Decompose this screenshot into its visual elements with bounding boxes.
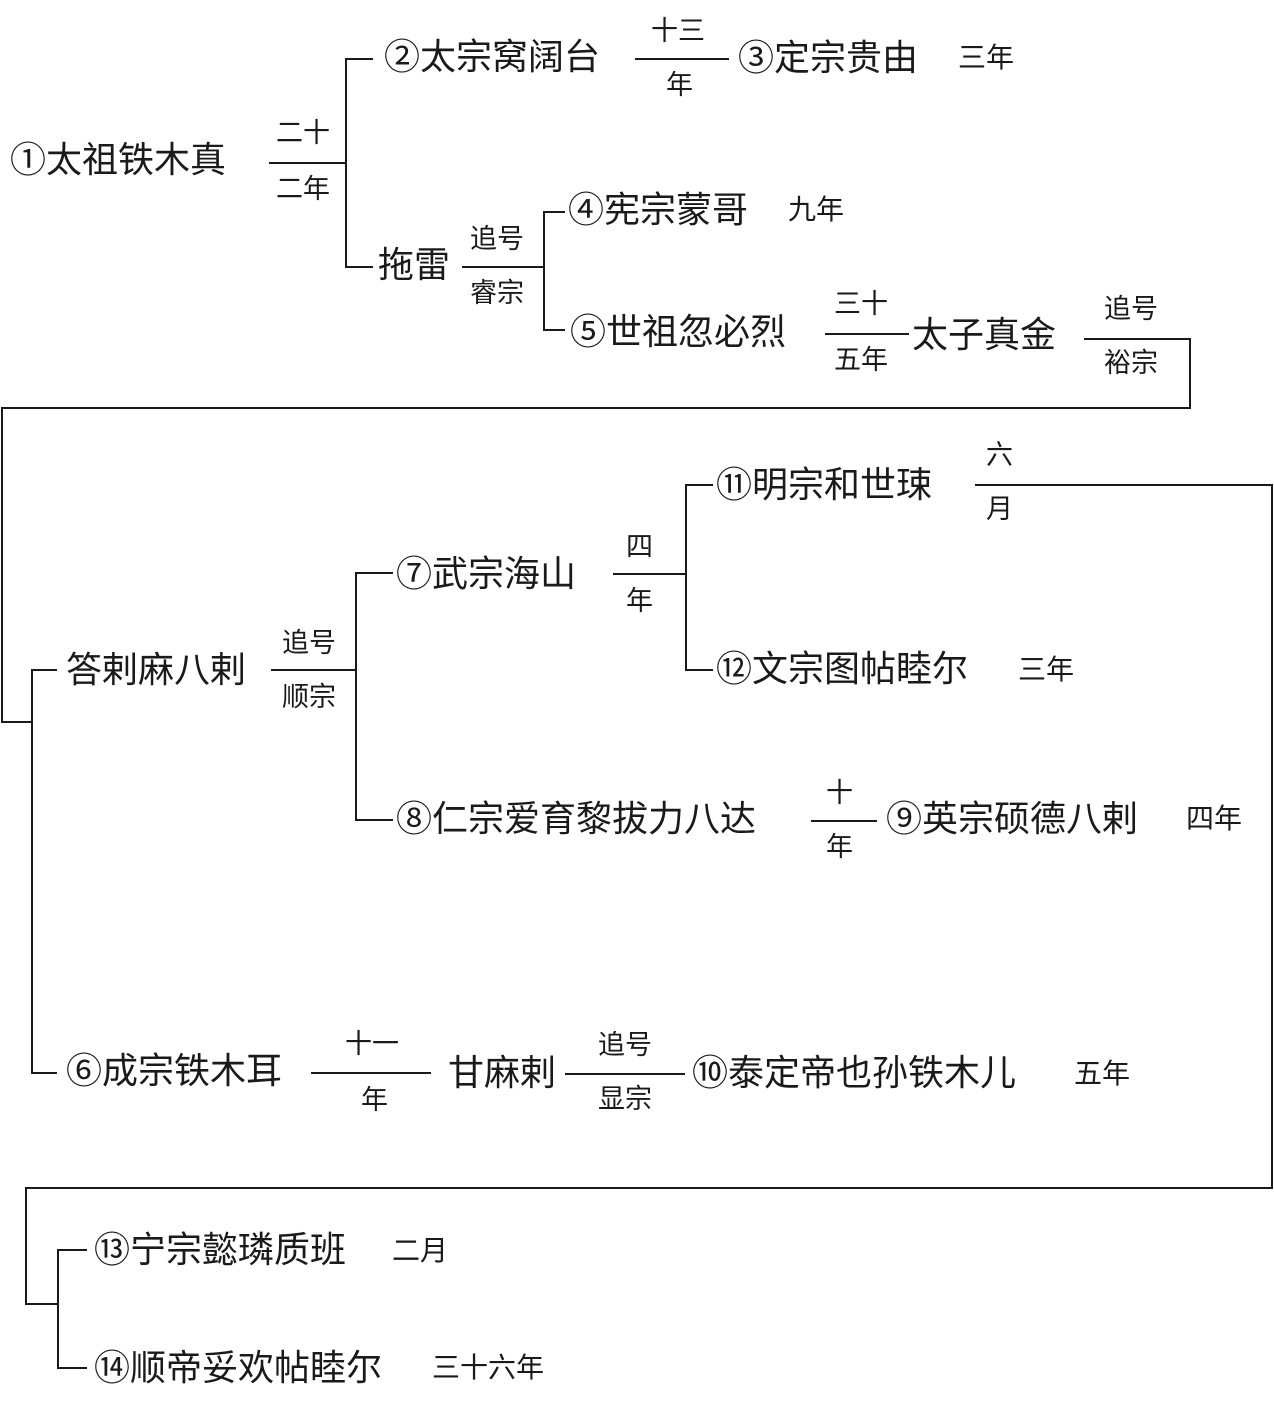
- title-ganmala-bottom: 显宗: [598, 1084, 652, 1115]
- person-taiding-yesun-temur: ⑩泰定帝也孙铁木儿: [692, 1053, 1017, 1094]
- person-crown-prince-zhenjin: 太子真金: [912, 315, 1057, 356]
- person-shizu-kublai: ⑤世祖忽必烈: [570, 312, 787, 353]
- reign-mingzong-bottom: 月: [986, 494, 1013, 525]
- title-ganmala-top: 追号: [598, 1030, 652, 1061]
- reign-chengzong-top: 十一: [345, 1029, 399, 1060]
- person-taizong-ogedei: ②太宗窝阔台: [384, 37, 601, 78]
- line-mingzong-wrap: [25, 484, 1273, 1305]
- person-xianzong-mongke: ④宪宗蒙哥: [568, 190, 749, 231]
- reign-renzong-top: 十: [826, 778, 853, 809]
- reign-renzong-bottom: 年: [826, 832, 853, 863]
- reign-shizu-bottom: 五年: [834, 345, 888, 376]
- reign-taizong-bottom: 年: [666, 70, 693, 101]
- reign-shundi: 三十六年: [432, 1351, 545, 1384]
- person-dingzong-guyuk: ③定宗贵由: [738, 38, 919, 79]
- reign-mingzong-top: 六: [986, 440, 1013, 471]
- reign-dingzong: 三年: [958, 41, 1015, 74]
- reign-ningzong: 二月: [392, 1234, 449, 1267]
- title-dalamaba-top: 追号: [282, 628, 336, 659]
- reign-taizu-bottom: 二年: [276, 174, 330, 205]
- person-shundi-toghon-temur: ⑭顺帝妥欢帖睦尔: [94, 1348, 383, 1389]
- reign-wuzong-top: 四: [626, 532, 653, 563]
- person-tuolei: 拖雷: [378, 245, 451, 286]
- person-renzong-ayurbarwada: ⑧仁宗爱育黎拔力八达: [396, 799, 757, 840]
- title-tuolei-top: 追号: [470, 224, 524, 255]
- person-chengzong-temur: ⑥成宗铁木耳: [66, 1051, 283, 1092]
- title-tuolei-bottom: 睿宗: [470, 278, 524, 309]
- reign-taizu-top: 二十: [276, 118, 330, 149]
- title-dalamaba-bottom: 顺宗: [282, 682, 336, 713]
- title-zhenjin-top: 追号: [1104, 294, 1158, 325]
- person-wenzong-tugtemur: ⑫文宗图帖睦尔: [716, 649, 969, 690]
- person-dalamaba: 答剌麻八剌: [66, 650, 247, 691]
- reign-chengzong-bottom: 年: [361, 1085, 388, 1116]
- title-zhenjin-bottom: 裕宗: [1104, 348, 1158, 379]
- line-zhenjin-wrap: [1, 338, 1191, 723]
- person-taizu-temujin: ①太祖铁木真: [10, 140, 227, 181]
- reign-taizong-top: 十三: [651, 16, 705, 47]
- person-wuzong-haishan: ⑦武宗海山: [396, 554, 577, 595]
- person-ningzong-rinchinbal: ⑬宁宗懿璘质班: [94, 1230, 347, 1271]
- reign-taiding: 五年: [1074, 1057, 1131, 1090]
- reign-wenzong: 三年: [1018, 653, 1075, 686]
- reign-xianzong: 九年: [788, 193, 845, 226]
- reign-shizu-top: 三十: [834, 289, 888, 320]
- person-mingzong-heshila: ⑪明宗和世㻋: [716, 465, 933, 506]
- reign-yingzong: 四年: [1186, 802, 1243, 835]
- person-yingzong-shidebala: ⑨英宗硕德八剌: [886, 799, 1139, 840]
- reign-wuzong-bottom: 年: [626, 586, 653, 617]
- person-ganmala: 甘麻剌: [448, 1053, 557, 1094]
